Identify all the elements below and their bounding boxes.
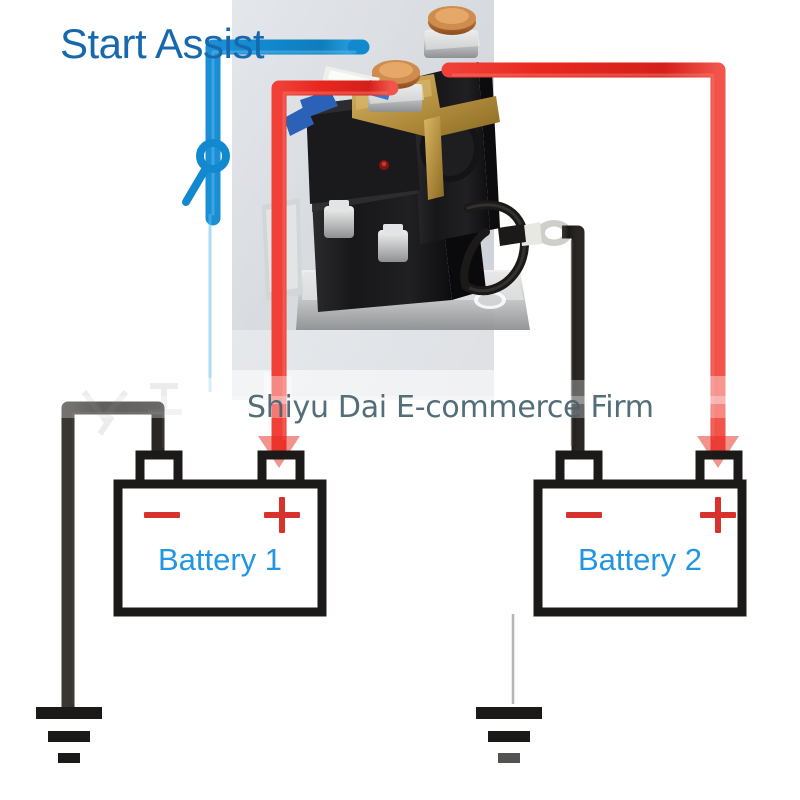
battery-1-negative-symbol <box>144 512 180 518</box>
battery-2-negative-symbol <box>566 512 602 518</box>
battery-1-label: Battery 1 <box>158 542 282 577</box>
copper-terminal-post-upper <box>424 6 480 58</box>
watermark-decoration <box>81 383 182 436</box>
ring-terminal-lug <box>498 220 572 246</box>
start-assist-switch[interactable] <box>182 139 230 206</box>
wire-black-battery1-negative <box>61 401 165 712</box>
wire-blue-trigger <box>205 39 370 226</box>
battery-2-label: Battery 2 <box>578 542 702 577</box>
battery-2-positive-symbol <box>700 497 736 533</box>
wire-black-solenoid-to-battery2-negative <box>562 225 590 455</box>
solenoid-loop-wire <box>460 200 529 296</box>
ground-symbol-1 <box>36 707 102 763</box>
start-assist-label: Start Assist <box>60 20 265 67</box>
wire-black-battery2-negative <box>501 608 515 712</box>
battery-1: Battery 1 <box>113 450 327 617</box>
battery-1-positive-symbol <box>264 497 300 533</box>
small-screw-terminals <box>324 200 408 262</box>
ground-symbol-2 <box>476 707 542 763</box>
battery-2: Battery 2 <box>533 450 747 617</box>
wire-blue-switch-feed <box>202 210 226 406</box>
watermark-text: Shiyu Dai E-commerce Firm <box>247 390 654 425</box>
